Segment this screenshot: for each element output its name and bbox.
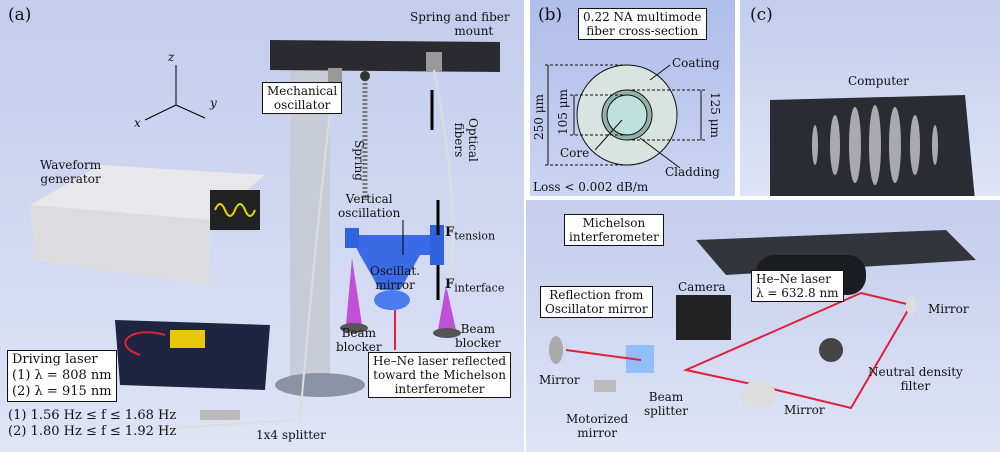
core-label: Core [560, 146, 590, 160]
frequency-ranges: (1) 1.56 Hz ≤ f ≤ 1.68 Hz(2) 1.80 Hz ≤ f… [8, 408, 177, 439]
camera-body [676, 295, 731, 340]
beam-blocker-right [438, 285, 456, 330]
sine-wave-icon [214, 203, 256, 217]
axis-z-label: z [168, 50, 175, 64]
f-interface-label: Finterface [445, 277, 505, 295]
setup-illustration [30, 40, 500, 431]
fiber-clamp [426, 52, 442, 72]
pillar-base [275, 373, 365, 397]
coordinate-axes [144, 65, 206, 121]
dim-250-label: 250 μm [532, 94, 546, 140]
driving-laser-label: Driving laser(1) λ = 808 nm(2) λ = 915 n… [7, 350, 117, 402]
mirror-left [549, 336, 563, 364]
fiber-clamp [328, 68, 342, 86]
coating-label: Coating [672, 56, 720, 70]
dim-105-label: 105 μm [556, 89, 570, 135]
panel-c-top: (c) Computer [740, 0, 1000, 196]
cladding-label: Cladding [665, 165, 720, 179]
interference-fringes [812, 105, 938, 185]
oscillator-mirror [374, 290, 410, 310]
mirror-right [906, 295, 916, 315]
interferometer-illustration [549, 230, 976, 410]
oscillating-mirror-label: Oscillat.mirror [370, 264, 421, 292]
laser-module [170, 330, 205, 348]
axis-x-label: x [134, 116, 141, 130]
mirror-left-label: Mirror [539, 373, 580, 387]
camera-label: Camera [678, 280, 726, 294]
optical-fiber [139, 84, 334, 431]
loss-label: Loss < 0.002 dB/m [533, 180, 649, 194]
dim-125-label: 125 μm [708, 92, 722, 138]
oscillator-frame [350, 235, 440, 290]
f-tension-label: Ftension [445, 225, 496, 243]
computer-illustration [770, 95, 975, 196]
optical-fiber [433, 69, 454, 291]
beam-blocker-left [346, 258, 362, 325]
laser-fiber [124, 331, 166, 356]
panel-label: (a) [8, 5, 32, 25]
laser-beam-path [565, 291, 912, 410]
fiber-cross-section-diagram [545, 64, 705, 169]
driving-laser-box [115, 320, 270, 390]
splitter-label: 1x4 splitter [256, 428, 326, 442]
neutral-density-filter [819, 338, 843, 362]
axis-y-label: y [210, 96, 217, 110]
spring-label: Spring [352, 140, 366, 181]
panel-label: (b) [538, 5, 563, 25]
mirror-right-label: Mirror [928, 302, 969, 316]
waveform-generator [30, 165, 265, 220]
mirror-bottom [740, 381, 776, 409]
mount-beam [270, 40, 500, 72]
panel-label: (c) [750, 5, 773, 25]
motorized-mirror [594, 380, 616, 392]
core-circle [606, 94, 648, 136]
mirror-bottom-label: Mirror [784, 403, 825, 417]
computer-label: Computer [848, 74, 909, 88]
splitter-body [200, 410, 240, 420]
